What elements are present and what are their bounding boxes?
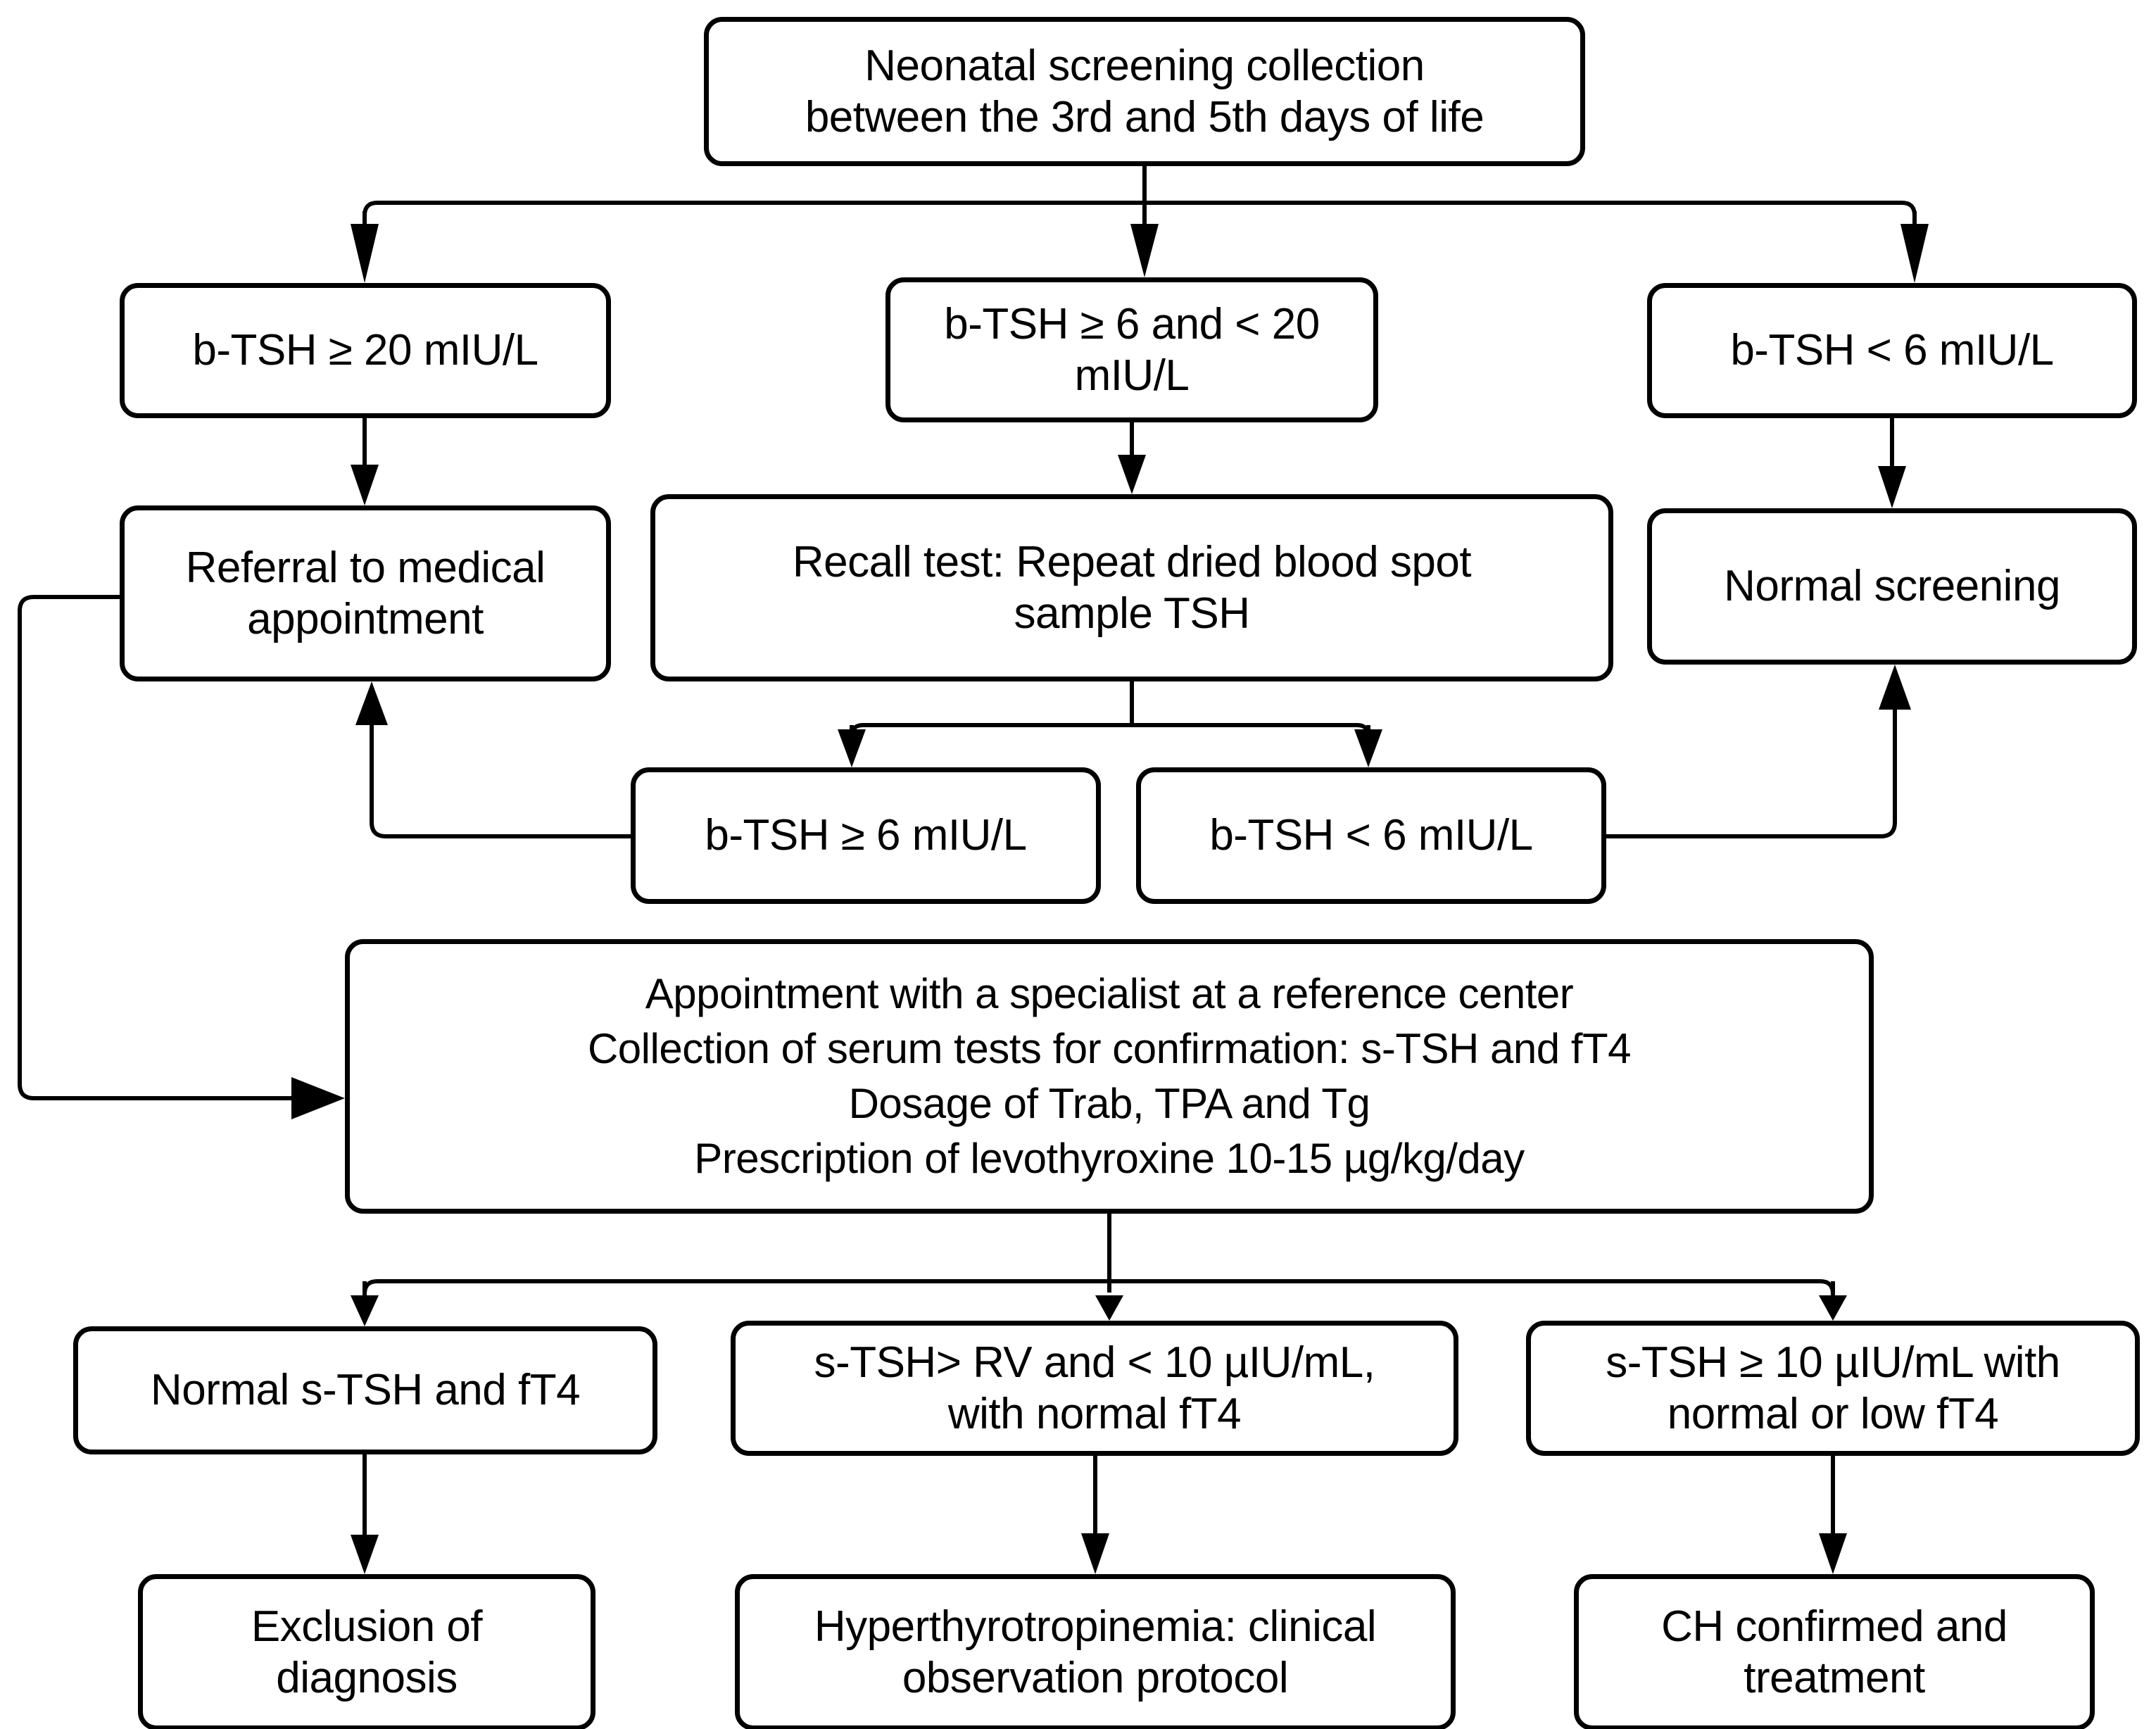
- node-label: b-TSH ≥ 6 and < 20 mIU/L: [944, 299, 1320, 400]
- node-btsh-ge-20: b-TSH ≥ 20 mIU/L: [120, 283, 611, 418]
- arrowhead-to-tshge6: [838, 729, 866, 767]
- node-recall-test: Recall test: Repeat dried blood spot sam…: [650, 494, 1613, 681]
- arrowhead-to-chconf: [1819, 1533, 1847, 1574]
- node-btsh-lt-6: b-TSH < 6 mIU/L: [1647, 283, 2137, 418]
- arrowhead-into-referral-bottom: [355, 681, 388, 725]
- arrowhead-to-hyper: [1081, 1533, 1109, 1574]
- arrowhead-into-normalscreen-bottom: [1879, 665, 1911, 710]
- node-hyperthyrotropinemia: Hyperthyrotropinemia: clinical observati…: [735, 1574, 1456, 1729]
- arrowhead-into-appointment: [291, 1077, 345, 1119]
- node-label: Normal s-TSH and fT4: [150, 1366, 581, 1415]
- edge-collection-split-bar: [363, 201, 1917, 224]
- node-normal-screening: Normal screening: [1647, 508, 2137, 665]
- node-label: Recall test: Repeat dried blood spot sam…: [792, 537, 1472, 638]
- edge-tshlt6b-to-normalscreen: [1606, 704, 1897, 838]
- node-label: Hyperthyrotropinemia: clinical observati…: [814, 1602, 1377, 1702]
- arrowhead-to-normalscreen: [1878, 466, 1906, 508]
- edge-tshge6-to-referral: [370, 724, 631, 838]
- arrowhead-to-referral: [351, 465, 379, 505]
- arrowhead-to-stsh10: [1819, 1295, 1847, 1321]
- node-btsh-lt-6-repeat: b-TSH < 6 mIU/L: [1136, 767, 1606, 904]
- node-label: Normal screening: [1724, 562, 2060, 611]
- arrowhead-to-tshlt6: [1900, 224, 1929, 283]
- node-referral-to-medical-appointment: Referral to medical appointment: [120, 505, 611, 681]
- node-neonatal-screening-collection: Neonatal screening collection between th…: [704, 17, 1585, 166]
- arrowhead-to-recall: [1118, 455, 1146, 494]
- node-label: s-TSH ≥ 10 µIU/mL with normal or low fT4: [1606, 1338, 2060, 1438]
- arrowhead-to-tshlt6b: [1354, 729, 1382, 767]
- node-label: Appointment with a specialist at a refer…: [587, 970, 1632, 1182]
- node-exclusion-of-diagnosis: Exclusion of diagnosis: [138, 1574, 595, 1729]
- node-label: CH confirmed and treatment: [1661, 1602, 2007, 1702]
- node-label: s-TSH> RV and < 10 µIU/mL, with normal f…: [814, 1338, 1375, 1438]
- node-btsh-6-to-20: b-TSH ≥ 6 and < 20 mIU/L: [885, 277, 1378, 422]
- node-ch-confirmed-and-treatment: CH confirmed and treatment: [1574, 1574, 2095, 1729]
- node-label: Exclusion of diagnosis: [251, 1602, 483, 1702]
- node-label: b-TSH < 6 mIU/L: [1209, 811, 1533, 860]
- node-label: b-TSH ≥ 6 mIU/L: [705, 811, 1027, 860]
- arrowhead-to-stshrv: [1095, 1295, 1123, 1321]
- edge-appointment-split-bar: [363, 1279, 1835, 1300]
- edge-recall-split-bar: [850, 723, 1370, 737]
- arrowhead-to-exclusion: [351, 1535, 379, 1574]
- node-normal-stsh-and-ft4: Normal s-TSH and fT4: [73, 1326, 657, 1454]
- arrowhead-to-tsh6-20: [1130, 224, 1159, 277]
- node-label: b-TSH ≥ 20 mIU/L: [192, 326, 538, 375]
- node-stsh-ge-10: s-TSH ≥ 10 µIU/mL with normal or low fT4: [1526, 1321, 2140, 1456]
- node-btsh-ge-6-repeat: b-TSH ≥ 6 mIU/L: [631, 767, 1101, 904]
- node-label: b-TSH < 6 mIU/L: [1730, 326, 2054, 375]
- node-label: Neonatal screening collection between th…: [805, 41, 1484, 142]
- node-label: Referral to medical appointment: [185, 543, 546, 643]
- node-stsh-above-rv-below-10: s-TSH> RV and < 10 µIU/mL, with normal f…: [731, 1321, 1458, 1456]
- node-specialist-appointment: Appointment with a specialist at a refer…: [345, 939, 1874, 1214]
- arrowhead-to-tsh20: [351, 224, 379, 283]
- arrowhead-to-normalsft4: [351, 1295, 379, 1326]
